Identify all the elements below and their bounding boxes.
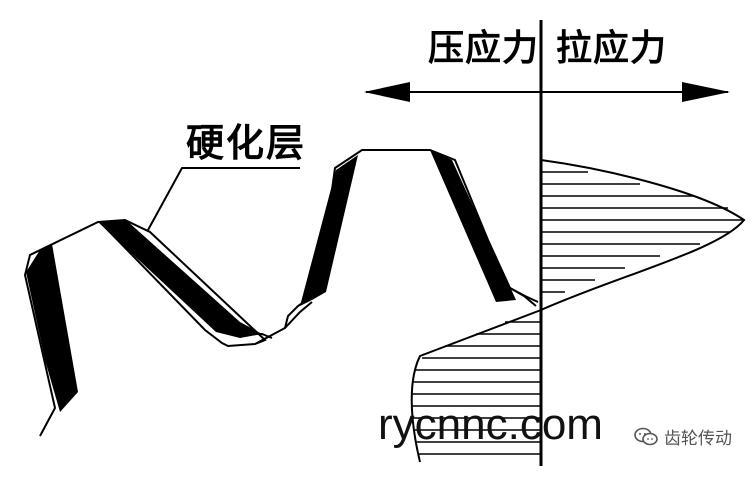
wechat-watermark: 齿轮传动 bbox=[634, 424, 732, 449]
compressive-stress-hatch bbox=[412, 321, 541, 455]
hardened-layer-band-right-tooth-left bbox=[300, 155, 358, 306]
compressive-stress-label: 压应力 bbox=[428, 27, 540, 69]
wechat-icon bbox=[634, 427, 658, 445]
compressive-arrow-head bbox=[364, 82, 410, 102]
hardened-layer-label: 硬化层 bbox=[186, 120, 307, 165]
tensile-stress-curve bbox=[540, 159, 746, 311]
hardened-layer-band-left-flank bbox=[26, 244, 78, 412]
compressive-stress-curve bbox=[410, 309, 542, 463]
tensile-stress-label: 拉应力 bbox=[556, 27, 668, 69]
root-fillet-right bbox=[284, 301, 313, 329]
hardened-layer-band-left-tooth-right bbox=[98, 220, 262, 338]
root-fillet-left bbox=[228, 333, 273, 339]
root-fillet-right-2 bbox=[509, 287, 537, 307]
hardened-layer-band-right-tooth-right bbox=[430, 150, 516, 302]
wechat-account-name: 齿轮传动 bbox=[664, 429, 732, 449]
tensile-arrow-head bbox=[682, 82, 730, 102]
hardened-layer-leader bbox=[147, 167, 300, 231]
tensile-stress-hatch bbox=[541, 171, 744, 293]
site-watermark: rycnnc.com bbox=[378, 400, 603, 449]
